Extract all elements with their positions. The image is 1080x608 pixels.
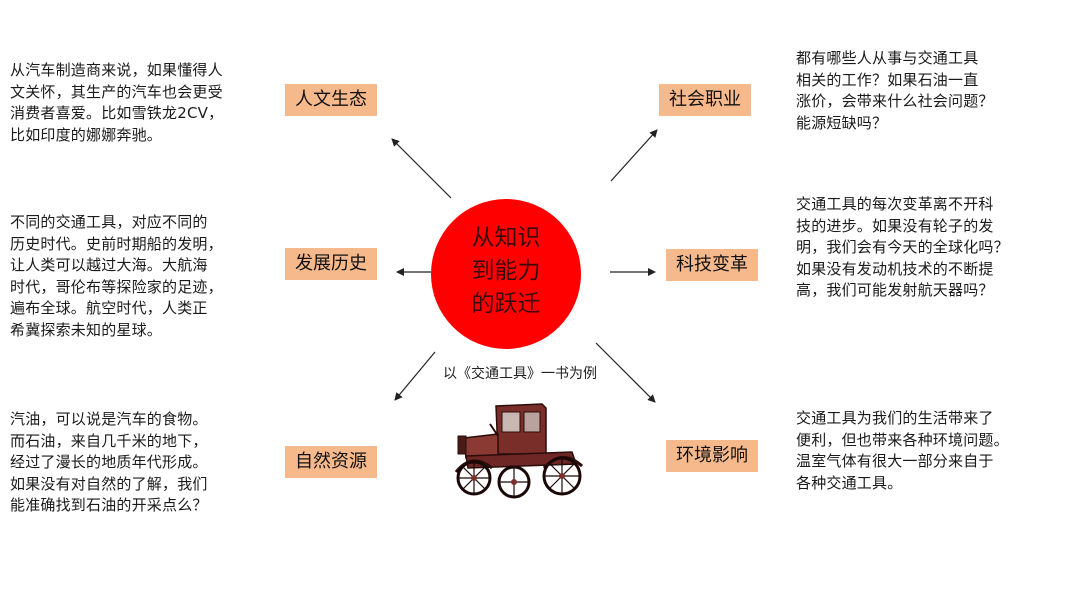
text-culture: 从汽车制造商来说，如果懂得人 文关怀，其生产的汽车也会更受 消费者喜爱。比如雪铁… (10, 61, 224, 144)
text-technology: 交通工具的每次变革离不开科 技的进步。如果没有轮子的发 明，我们会有今天的全球化… (796, 195, 1009, 299)
book-caption: 以《交通工具》一书为例 (443, 366, 597, 382)
center-label: 从知识 到能力 的跃迁 (471, 225, 541, 317)
center-circle (431, 199, 581, 349)
tag-history: 发展历史 (285, 248, 377, 280)
tag-culture: 人文生态 (285, 84, 377, 116)
arrow-to-resources (394, 351, 436, 401)
tag-technology: 科技变革 (666, 249, 758, 281)
text-resources: 汽油，可以说是汽车的食物。 而石油，来自几千米的地下， 经过了漫长的地质年代形成… (10, 410, 208, 514)
tag-environment: 环境影响 (666, 440, 758, 472)
text-history: 不同的交通工具，对应不同的 历史时代。史前时期船的发明， 让人类可以越过大海。大… (10, 213, 223, 339)
arrow-to-culture (391, 138, 452, 199)
arrow-to-environment (595, 342, 656, 403)
tag-resources: 自然资源 (285, 446, 377, 478)
arrow-to-careers (610, 129, 658, 182)
text-careers: 都有哪些人从事与交通工具 相关的工作？如果石油一直 涨价，会带来什么社会问题？ … (796, 49, 994, 132)
vintage-car-illustration (454, 403, 584, 499)
tag-careers: 社会职业 (659, 84, 751, 116)
text-environment: 交通工具为我们的生活带来了 便利，但也带来各种环境问题。 温室气体有很大一部分来… (796, 409, 1009, 492)
